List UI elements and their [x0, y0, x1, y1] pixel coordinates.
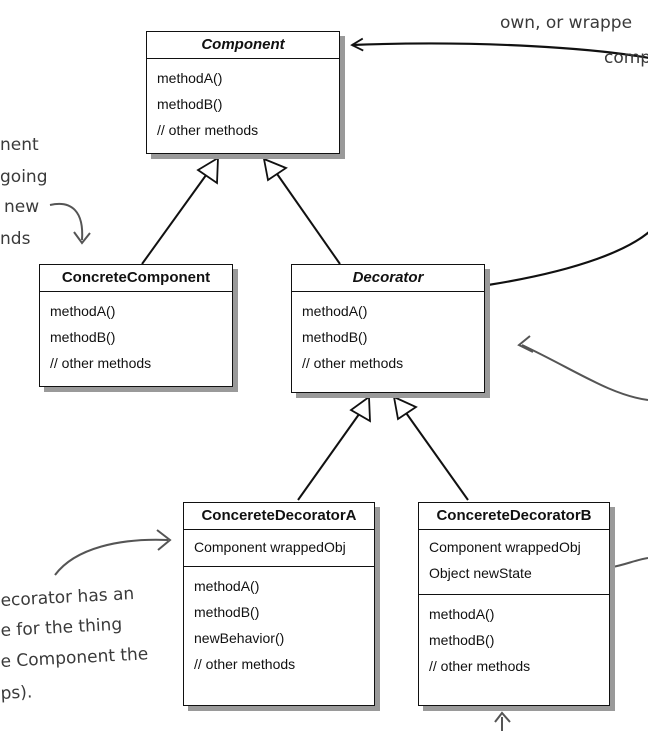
- handdrawn-arrow-right-middle: [521, 344, 648, 401]
- fields-section: Component wrappedObj: [184, 530, 374, 566]
- method: // other methods: [157, 122, 259, 138]
- method: // other methods: [429, 658, 531, 674]
- method: methodA(): [194, 578, 260, 594]
- note-left-top-line2: going: [0, 167, 48, 187]
- methods-section: methodA() methodB() // other methods: [292, 292, 484, 380]
- class-name: Decorator: [292, 265, 484, 292]
- inheritance-triangle-icon: [392, 395, 418, 421]
- class-name: Component: [147, 32, 339, 59]
- fields-section: Component wrappedObj Object newState: [419, 530, 609, 594]
- methods-section: methodA() methodB() newBehavior() // oth…: [184, 566, 374, 681]
- handdrawn-arrowhead-icon: [156, 529, 172, 551]
- method: methodA(): [50, 303, 116, 319]
- note-left-top-line4: nds: [0, 229, 31, 249]
- method: methodA(): [302, 303, 368, 319]
- method: newBehavior(): [194, 630, 285, 646]
- class-concrete-decorator-b: ConcereteDecoratorB Component wrappedObj…: [418, 502, 610, 706]
- edge-decoratora-decorator: [297, 409, 363, 501]
- note-top-right-line2: comp: [604, 48, 648, 68]
- handdrawn-arrow-left-top: [49, 202, 84, 241]
- handdrawn-line-right-lower: [611, 557, 648, 568]
- class-concrete-decorator-a: ConcereteDecoratorA Component wrappedObj…: [183, 502, 375, 706]
- handdrawn-arrowhead-icon: [73, 231, 91, 245]
- method: methodB(): [194, 604, 260, 620]
- method: methodA(): [157, 70, 223, 86]
- field: Object newState: [429, 565, 532, 581]
- note-top-right-line1: own, or wrappe: [500, 13, 633, 33]
- edge-decoratorb-decorator: [403, 409, 469, 501]
- field: Component wrappedObj: [429, 539, 581, 555]
- note-left-top-line3: new: [4, 197, 40, 217]
- method: methodB(): [50, 329, 116, 345]
- inheritance-triangle-icon: [262, 157, 288, 182]
- field: Component wrappedObj: [194, 539, 346, 555]
- inheritance-triangle-icon: [349, 395, 371, 423]
- method: methodB(): [429, 632, 495, 648]
- method: // other methods: [194, 656, 296, 672]
- method: methodA(): [429, 606, 495, 622]
- class-component: Component methodA() methodB() // other m…: [146, 31, 340, 154]
- handdrawn-arrowhead-icon: [517, 335, 534, 353]
- edge-decorator-wraps-component: [350, 37, 648, 287]
- method: methodB(): [302, 329, 368, 345]
- class-name: ConcreteComponent: [40, 265, 232, 292]
- note-left-top-line1: nent: [0, 135, 39, 155]
- handdrawn-arrowhead-icon: [494, 711, 511, 723]
- handdrawn-arrow-left-bottom: [54, 538, 169, 576]
- method: methodB(): [157, 96, 223, 112]
- edge-decorator-component: [274, 170, 341, 265]
- note-left-bottom-line4: ps).: [0, 682, 33, 704]
- methods-section: methodA() methodB() // other methods: [419, 594, 609, 683]
- edge-concretecomponent-component: [141, 170, 210, 265]
- class-decorator: Decorator methodA() methodB() // other m…: [291, 264, 485, 393]
- inheritance-triangle-icon: [196, 156, 219, 185]
- class-name: ConcereteDecoratorA: [184, 503, 374, 530]
- method: // other methods: [302, 355, 404, 371]
- methods-section: methodA() methodB() // other methods: [40, 292, 232, 380]
- method: // other methods: [50, 355, 152, 371]
- class-concrete-component: ConcreteComponent methodA() methodB() //…: [39, 264, 233, 387]
- methods-section: methodA() methodB() // other methods: [147, 59, 339, 147]
- class-name: ConcereteDecoratorB: [419, 503, 609, 530]
